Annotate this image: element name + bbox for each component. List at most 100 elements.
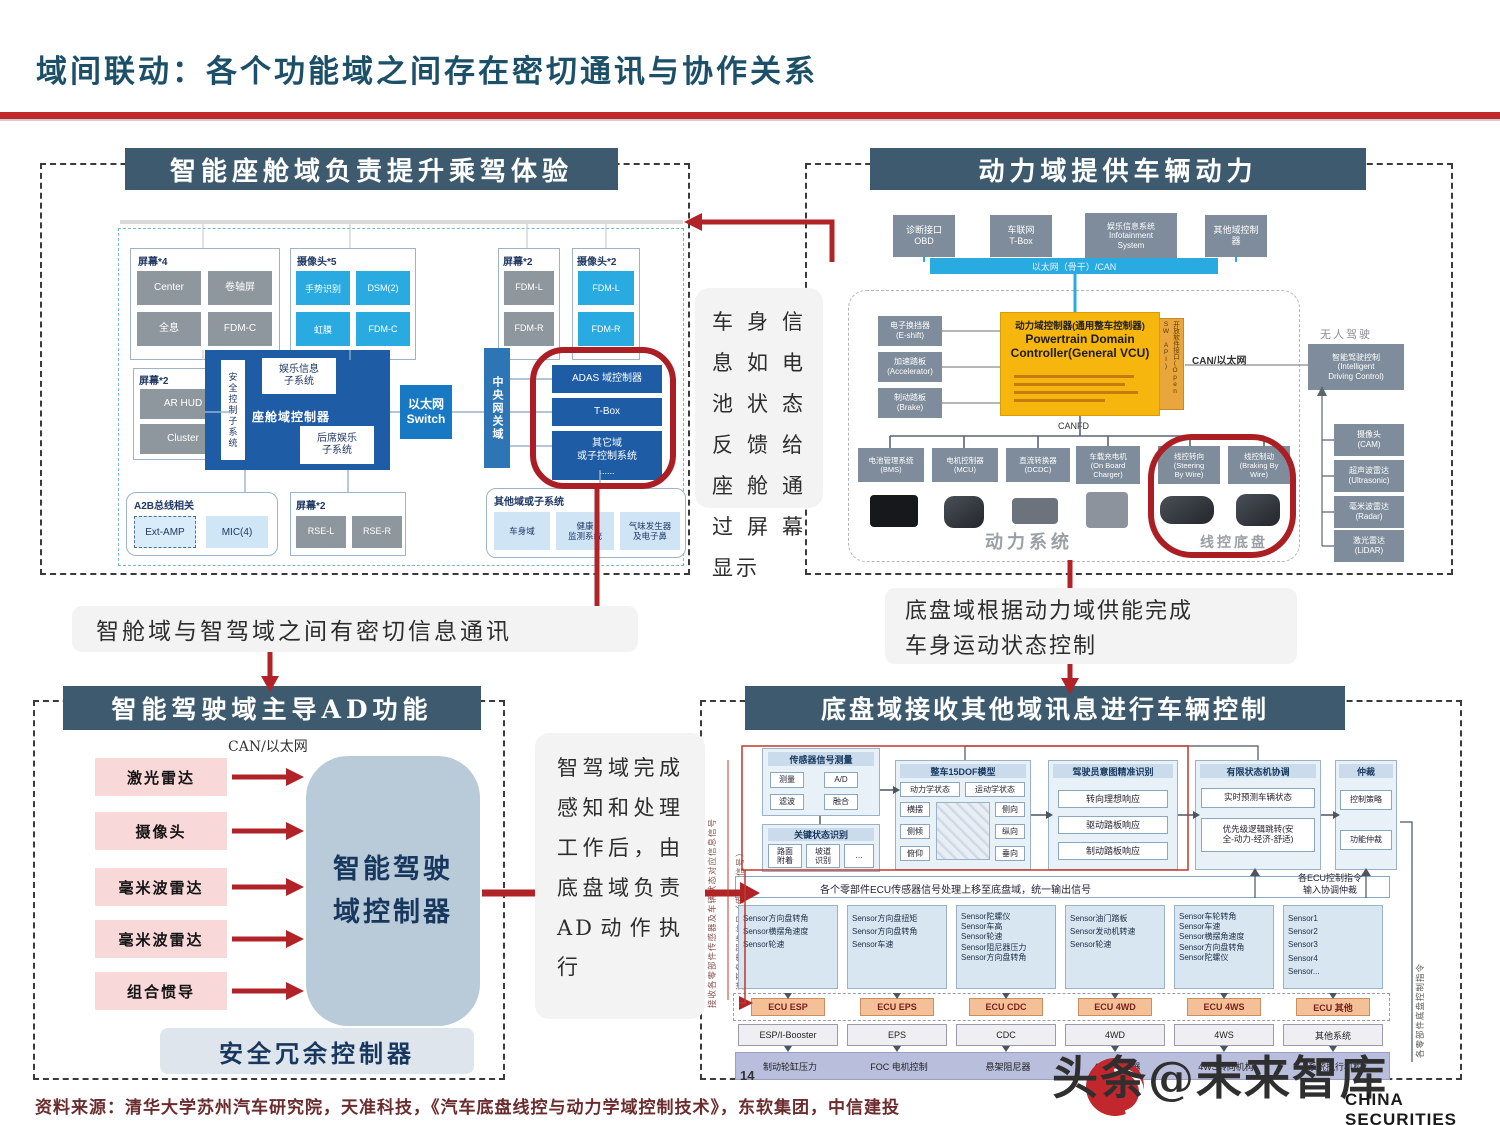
cam-fdml: FDM-L — [578, 271, 634, 305]
steer-response-box: 转向理想响应 — [1058, 790, 1168, 808]
idc-box: 智能驾驶控制 (Intelligent Driving Control) — [1308, 344, 1404, 390]
priority-logic-box: 优先级逻辑跳转(安 全-动力-经济-舒适) — [1201, 818, 1315, 852]
block-driver-intent-title: 驾驶员意图精准识别 — [1053, 764, 1173, 778]
cam-dsm: DSM(2) — [356, 271, 410, 305]
other-domains-label: 其他域或子系统 — [494, 497, 564, 508]
brake-pedal-box: 制动踏板响应 — [1058, 842, 1168, 860]
rse-l: RSE-L — [296, 516, 346, 548]
screen-center: Center — [137, 271, 201, 305]
cockpit-header: 智能座舱域负责提升乘驾体验 — [125, 148, 618, 190]
screens4-label: 屏幕*4 — [138, 257, 168, 268]
backbone-bus: 以太网（骨干）/CAN — [930, 258, 1218, 274]
mcu-box: 电机控制器 (MCU) — [932, 448, 998, 482]
vcu-box — [1000, 312, 1160, 416]
vertical-box: 垂向 — [995, 846, 1025, 861]
cams2-label: 摄像头*2 — [577, 257, 617, 268]
actuator-bar — [735, 1052, 1390, 1080]
ad-camera: 摄像头 — [95, 812, 227, 850]
unmanned-label: 无人驾驶 — [1320, 329, 1372, 341]
power-header: 动力域提供车辆动力 — [870, 148, 1366, 190]
mid-4ws: 4WS — [1174, 1024, 1274, 1046]
chassis-mid-bar-text: 各个零部件ECU传感器信号处理上移至底盘域，统一输出信号 — [820, 885, 1092, 896]
ecu-esp: ECU ESP — [751, 998, 825, 1016]
note-chassis-power: 底盘域根据动力域供能完成 车身运动状态控制 — [885, 588, 1297, 664]
ext-amp: Ext-AMP — [134, 516, 196, 548]
screen-fdml: FDM-L — [504, 271, 554, 305]
note-body-info: 车身信息如电池状态反馈给座舱通过屏幕显示 — [695, 288, 823, 580]
brake-input: 制动踏板 (Brake) — [878, 388, 942, 418]
ad-converter-box: A/D — [824, 772, 858, 788]
block-15dof-title: 整车15DOF模型 — [900, 764, 1026, 778]
mid-other: 其他系统 — [1283, 1024, 1383, 1046]
ecu-4wd: ECU 4WD — [1078, 998, 1152, 1016]
kin-state-box: 运动学状态 — [965, 782, 1025, 797]
block-arbitration — [1335, 760, 1397, 870]
health-monitor: 健康 监测系统 — [556, 512, 614, 550]
sensor-col-4ws: Sensor车轮转角 Sensor车速 Sensor横摆角速度 Sensor方向… — [1174, 905, 1274, 989]
mid-esp: ESP/I-Booster — [738, 1024, 838, 1046]
ethernet-switch: 以太网 Switch — [400, 385, 452, 439]
chassis-header: 底盘域接收其他域讯息进行车辆控制 — [745, 686, 1345, 730]
cam-gesture: 手势识别 — [296, 271, 350, 305]
roll-box: 侧倾 — [900, 824, 930, 839]
obc-image — [1086, 492, 1128, 528]
rse-r: RSE-R — [352, 516, 402, 548]
motor-image — [944, 496, 984, 528]
page-title: 域间联动：各个功能域之间存在密切通讯与协作关系 — [36, 54, 818, 90]
more-box: … — [844, 844, 874, 868]
dcdc-image — [1012, 498, 1058, 524]
central-gateway: 中央网关域 — [484, 348, 510, 468]
block-sensor-measure-title: 传感器信号测量 — [768, 752, 874, 766]
block-state-machine-title: 有限状态机协调 — [1200, 764, 1316, 778]
ad-ins: 组合惯导 — [95, 972, 227, 1010]
slope-id-box: 坡道 识别 — [806, 844, 840, 868]
can-eth-label: CAN/以太网 — [1192, 356, 1247, 367]
lidar-box: 激光雷达 (LiDAR) — [1334, 530, 1404, 562]
infotainment-subsystem: 娱乐信息 子系统 — [262, 358, 336, 394]
cams5-label: 摄像头*5 — [297, 257, 337, 268]
note-ad-chassis: 智驾域完成感知和处理工作后，由底盘域负责AD动作执行 — [535, 733, 705, 1019]
screens2l-label: 屏幕*2 — [139, 376, 169, 387]
screens2b-label: 屏幕*2 — [296, 501, 326, 512]
page-number: 14 — [740, 1068, 755, 1083]
block-arbitration-title: 仲裁 — [1339, 764, 1393, 778]
tbox-node: 车联网 T-Box — [990, 215, 1052, 257]
sensor-col-other: Sensor1 Sensor2 Sensor3 Sensor4 Sensor..… — [1283, 905, 1383, 989]
out-cdc: 悬架阻尼器 — [985, 1062, 1031, 1072]
screen-holo: 全息 — [137, 312, 201, 346]
mic4: MIC(4) — [206, 516, 268, 548]
obd-node: 诊断接口 OBD — [893, 215, 955, 257]
chassis-right-label: 各零部件底盘控制指令 — [1415, 962, 1425, 1058]
accelerator-input: 加速踏板 (Accelerator) — [878, 352, 942, 382]
obc-box: 车载充电机 (On Board Charger) — [1076, 446, 1140, 484]
screen-fdmc: FDM-C — [208, 312, 272, 346]
ad-mmwave-2: 毫米波雷达 — [95, 920, 227, 958]
mid-cdc: CDC — [956, 1024, 1056, 1046]
vehicle-model-image — [936, 802, 990, 860]
canfd-label: CANFD — [1058, 421, 1089, 431]
func-arbitration-box: 功能仲裁 — [1340, 830, 1392, 850]
open-sw-api-tab — [1158, 318, 1184, 410]
out-esp: 制动轮缸压力 — [762, 1062, 817, 1072]
sensor-col-4wd: Sensor油门踏板 Sensor发动机转速 Sensor轮速 — [1065, 905, 1165, 989]
safety-subsystem: 安全控制子系统 — [221, 360, 245, 460]
sensor-col-cdc: Sensor陀螺仪 Sensor车高 Sensor轮速 Sensor阻尼器压力 … — [956, 905, 1056, 989]
wire-chassis-label: 线控底盘 — [1200, 534, 1268, 550]
ecu-cdc: ECU CDC — [969, 998, 1043, 1016]
cam-fdmc: FDM-C — [356, 312, 410, 346]
out-eps: FOC 电机控制 — [870, 1062, 928, 1072]
sensor-col-esp: Sensor方向盘转角 Sensor横摆角速度 Sensor轮速 — [738, 905, 838, 989]
body-domain: 车身域 — [494, 512, 550, 550]
china-securities-logo — [1086, 1058, 1153, 1125]
watermark-text: 头条@未来智库 — [1052, 1051, 1388, 1105]
battery-image — [870, 495, 918, 527]
screens2r-label: 屏幕*2 — [503, 257, 533, 268]
chassis-right-note: 各ECU控制指令 输入协调仲裁 — [1298, 873, 1363, 895]
title-rule-red — [0, 112, 1500, 119]
rear-entertainment-subsystem: 后席娱乐 子系统 — [300, 426, 374, 464]
ecu-row-frame — [733, 993, 1390, 1021]
bms-box: 电池管理系统 (BMS) — [858, 448, 924, 482]
drive-pedal-box: 驱动踏板响应 — [1058, 816, 1168, 834]
ad-controller: 智能驾驶 域控制器 — [306, 756, 480, 1026]
infotainment-node: 娱乐信息系统 Infotainment System — [1085, 213, 1177, 259]
